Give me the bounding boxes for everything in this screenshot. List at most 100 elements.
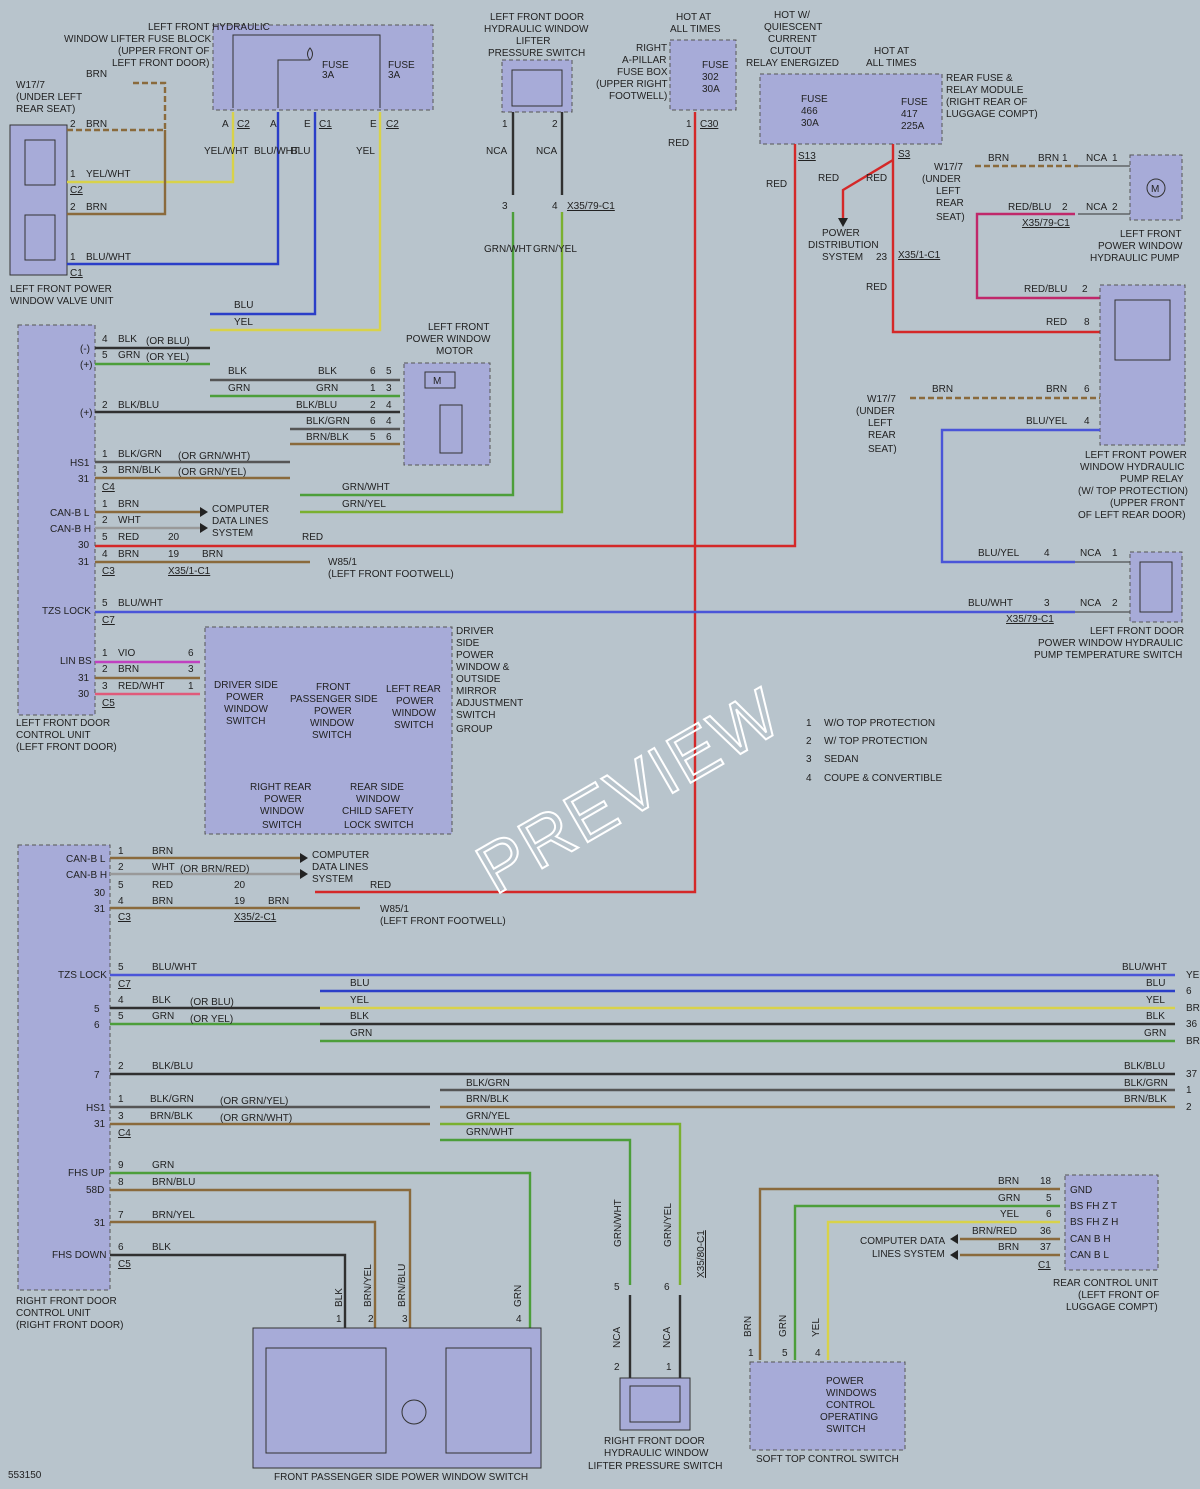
svg-text:RED/BLU: RED/BLU [1008, 202, 1051, 213]
svg-text:(RIGHT REAR OF: (RIGHT REAR OF [946, 97, 1027, 108]
wire-blu-yel [940, 428, 1100, 564]
svg-text:CONTROL: CONTROL [826, 1400, 875, 1411]
svg-text:2: 2 [102, 664, 108, 675]
svg-text:(OR GRN/YEL): (OR GRN/YEL) [220, 1096, 288, 1107]
svg-text:1: 1 [370, 383, 376, 394]
svg-text:FUSE: FUSE [322, 60, 349, 71]
svg-text:4: 4 [102, 334, 108, 345]
svg-text:BLK/GRN: BLK/GRN [118, 449, 162, 460]
w17-ground-b: W17/7 (UNDER LEFT REAR SEAT) [922, 162, 965, 223]
svg-text:HYDRAULIC WINDOW: HYDRAULIC WINDOW [604, 1448, 709, 1459]
svg-text:DRIVER: DRIVER [456, 626, 494, 637]
svg-text:CAN-B L: CAN-B L [50, 508, 90, 519]
svg-text:4: 4 [102, 549, 108, 560]
svg-text:5: 5 [102, 532, 108, 543]
svg-text:RIGHT: RIGHT [636, 43, 667, 54]
svg-text:31: 31 [94, 1218, 106, 1229]
svg-text:(LEFT FRONT OF: (LEFT FRONT OF [1078, 1290, 1159, 1301]
svg-text:RELAY ENERGIZED: RELAY ENERGIZED [746, 58, 839, 69]
wire-rear-yel [826, 1220, 1060, 1360]
svg-text:1: 1 [1186, 1085, 1192, 1096]
svg-text:2: 2 [1112, 202, 1118, 213]
svg-text:BLK: BLK [118, 334, 137, 345]
svg-text:W17/7: W17/7 [867, 394, 896, 405]
svg-text:WINDOW: WINDOW [310, 718, 354, 729]
svg-text:LEFT REAR: LEFT REAR [386, 684, 441, 695]
wire-rear-grn [793, 1204, 1060, 1360]
wire-rear-gnd [758, 1187, 1060, 1360]
svg-text:4: 4 [1084, 416, 1090, 427]
svg-text:NCA: NCA [1086, 202, 1107, 213]
svg-text:OUTSIDE: OUTSIDE [456, 674, 501, 685]
svg-text:BRN/BLU: BRN/BLU [152, 1177, 195, 1188]
svg-text:E: E [304, 119, 311, 130]
svg-text:M: M [433, 376, 441, 387]
svg-text:YEL: YEL [1186, 970, 1200, 981]
valve-unit: LEFT FRONT POWER WINDOW VALVE UNIT W17/7… [9, 80, 114, 307]
svg-text:BRN/YEL: BRN/YEL [363, 1264, 374, 1307]
svg-text:RIGHT FRONT DOOR: RIGHT FRONT DOOR [16, 1296, 117, 1307]
svg-text:SWITCH: SWITCH [312, 730, 351, 741]
svg-text:GRN: GRN [513, 1285, 524, 1307]
svg-text:C3: C3 [102, 566, 115, 577]
svg-text:6: 6 [1046, 1209, 1052, 1220]
svg-text:COMPUTER: COMPUTER [312, 850, 369, 861]
svg-text:BRN: BRN [86, 202, 107, 213]
svg-text:WINDOW: WINDOW [392, 708, 436, 719]
svg-text:WINDOW &: WINDOW & [456, 662, 510, 673]
svg-text:E: E [370, 119, 377, 130]
svg-text:SWITCH: SWITCH [262, 820, 301, 831]
svg-text:5: 5 [94, 1004, 100, 1015]
svg-text:1: 1 [748, 1348, 754, 1359]
svg-text:3: 3 [102, 465, 108, 476]
svg-text:BLU/YEL: BLU/YEL [978, 548, 1020, 559]
svg-text:GRN: GRN [228, 383, 250, 394]
svg-text:19: 19 [168, 549, 180, 560]
svg-text:YEL: YEL [1000, 1209, 1019, 1220]
svg-text:A: A [270, 119, 277, 130]
svg-text:LIFTER: LIFTER [516, 36, 550, 47]
svg-text:BLK: BLK [318, 366, 337, 377]
lf-control-unit: LEFT FRONT DOOR CONTROL UNIT (LEFT FRONT… [16, 324, 117, 753]
svg-text:X35/2-C1: X35/2-C1 [234, 912, 277, 923]
rf-pressure-switch: RIGHT FRONT DOOR HYDRAULIC WINDOW LIFTER… [588, 1377, 722, 1472]
can-arrow-3 [300, 853, 308, 863]
svg-text:(+): (+) [80, 360, 93, 371]
svg-text:(UNDER: (UNDER [856, 406, 895, 417]
svg-text:HOT AT: HOT AT [874, 46, 909, 57]
svg-text:6: 6 [94, 1020, 100, 1031]
wire-rf-grnwht [440, 1138, 632, 1285]
svg-text:3: 3 [1044, 598, 1050, 609]
svg-text:BS FH Z H: BS FH Z H [1070, 1217, 1118, 1228]
svg-text:1: 1 [806, 718, 812, 729]
svg-text:PRESSURE SWITCH: PRESSURE SWITCH [488, 48, 585, 59]
svg-text:POWER WINDOW: POWER WINDOW [1098, 241, 1183, 252]
svg-text:7: 7 [94, 1070, 100, 1081]
svg-text:BRN/BLK: BRN/BLK [118, 465, 161, 476]
svg-text:BRN: BRN [1186, 1036, 1200, 1047]
svg-text:X35/79-C1: X35/79-C1 [1022, 218, 1070, 229]
svg-text:HOT W/: HOT W/ [774, 10, 810, 21]
svg-text:31: 31 [94, 904, 106, 915]
svg-text:CURRENT: CURRENT [768, 34, 817, 45]
svg-text:BRN: BRN [86, 69, 107, 80]
pump-relay: LEFT FRONT POWER WINDOW HYDRAULIC PUMP R… [1078, 284, 1188, 521]
svg-text:BLU/WHT: BLU/WHT [152, 962, 197, 973]
svg-text:DATA LINES: DATA LINES [312, 862, 369, 873]
svg-text:(+): (+) [80, 408, 93, 419]
svg-text:FHS UP: FHS UP [68, 1168, 105, 1179]
svg-text:WINDOW: WINDOW [224, 704, 268, 715]
svg-text:CAN-B H: CAN-B H [50, 524, 91, 535]
svg-text:WINDOW: WINDOW [260, 806, 304, 817]
svg-text:2: 2 [1082, 284, 1088, 295]
svg-text:NCA: NCA [1086, 153, 1107, 164]
svg-text:S3: S3 [898, 149, 911, 160]
svg-text:1: 1 [686, 119, 692, 130]
svg-text:POWER: POWER [264, 794, 302, 805]
svg-text:BRN: BRN [998, 1242, 1019, 1253]
svg-text:3: 3 [118, 1111, 124, 1122]
svg-text:LUGGAGE COMPT): LUGGAGE COMPT) [1066, 1302, 1158, 1313]
svg-text:RIGHT REAR: RIGHT REAR [250, 782, 312, 793]
wire-yel-wht [67, 112, 235, 184]
svg-text:4: 4 [552, 201, 558, 212]
